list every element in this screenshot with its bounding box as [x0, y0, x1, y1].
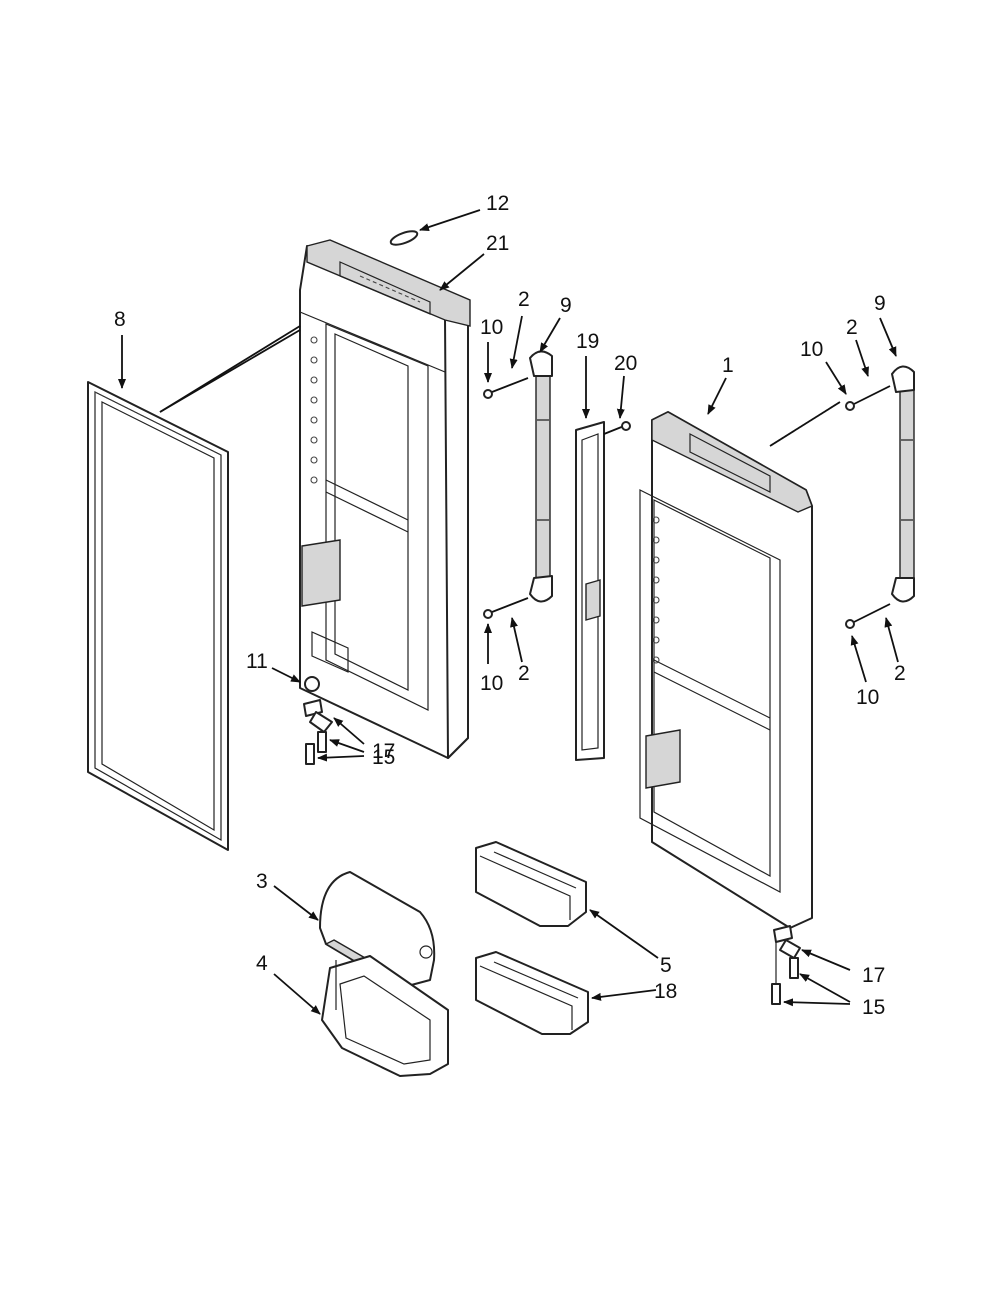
callout-10-lower-left: 10: [480, 672, 503, 695]
callout-2-lower-right: 2: [894, 662, 906, 685]
callout-21: 21: [486, 232, 509, 255]
callout-15-right: 15: [862, 996, 885, 1019]
callout-15-left: 15: [372, 746, 395, 769]
callout-9-left: 9: [560, 294, 572, 317]
callout-2-lower-left: 2: [518, 662, 530, 685]
dairy-bin: [321, 955, 449, 1077]
callout-19: 19: [576, 330, 599, 353]
door-bin-upper: [475, 841, 587, 927]
callout-2-upper-left: 2: [518, 288, 530, 311]
callout-17-left: 17: [372, 740, 395, 763]
callout-10-lower-right: 10: [856, 686, 879, 709]
left-door: [299, 245, 469, 759]
left-door-handle: [529, 350, 553, 603]
callout-10-upper-right: 10: [800, 338, 823, 361]
handle-screw-lower-left: [483, 597, 529, 619]
right-hinge-hardware: [771, 925, 801, 1005]
callout-8: 8: [114, 308, 126, 331]
callout-labels: 12 21 8 2 9 10 19 20 1 9 2 10 10 2 11 17…: [114, 192, 906, 1019]
handle-screw-upper-right: [845, 385, 891, 411]
callout-10-upper-left: 10: [480, 316, 503, 339]
callout-4: 4: [256, 952, 268, 975]
door-badge: [389, 230, 419, 246]
callout-5: 5: [660, 954, 672, 977]
right-door-handle: [891, 365, 915, 603]
door-trim-top-left: [306, 239, 471, 327]
callout-9-right: 9: [874, 292, 886, 315]
handle-screw-upper-left: [483, 377, 529, 399]
callout-18: 18: [654, 980, 677, 1003]
door-bin-lower: [475, 951, 589, 1035]
callout-2-upper-right: 2: [846, 316, 858, 339]
callout-11: 11: [246, 650, 268, 673]
callout-20: 20: [614, 352, 637, 375]
callout-12: 12: [486, 192, 509, 215]
left-hinge-hardware: [303, 676, 333, 765]
right-door: [639, 411, 813, 929]
callout-1: 1: [722, 354, 734, 377]
door-gasket: [87, 381, 229, 851]
handle-screw-lower-right: [845, 603, 891, 629]
callout-17-right: 17: [862, 964, 885, 987]
callout-leaders: [118, 209, 899, 1015]
callout-3: 3: [256, 870, 268, 893]
trim-screw: [603, 421, 631, 435]
door-trim-strip: [575, 421, 605, 761]
